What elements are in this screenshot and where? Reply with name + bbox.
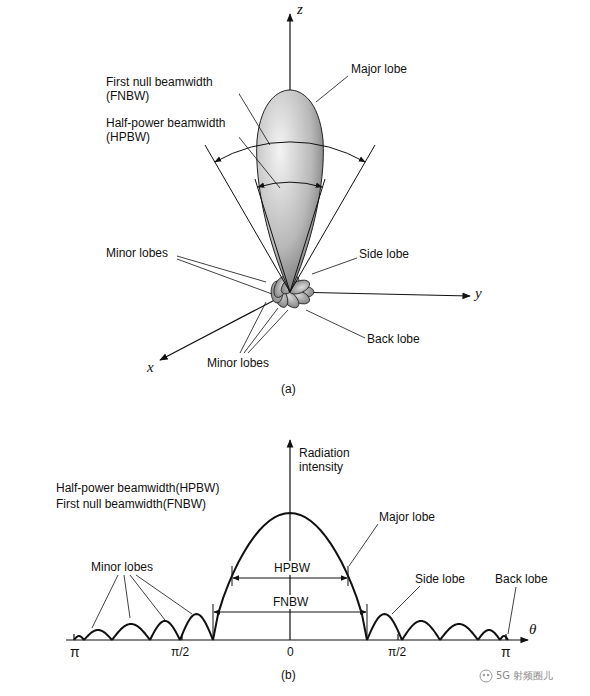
beamwidth-arcs xyxy=(205,142,375,292)
axis-label: x xyxy=(146,360,155,374)
callout-label: Minor lobes xyxy=(105,246,169,260)
tick-label: π/2 xyxy=(387,645,407,659)
watermark-icon xyxy=(480,670,492,682)
callout-label: Minor lobes xyxy=(206,356,270,370)
axes-3d xyxy=(160,14,470,360)
callout-label: Side lobe xyxy=(358,247,410,261)
callout-label: Major lobe xyxy=(378,510,436,524)
axis-label: z xyxy=(296,2,304,16)
callout-label: Major lobe xyxy=(350,62,408,76)
beamwidth-dimensions xyxy=(213,566,367,640)
legend-note: First null beamwidth(FNBW) xyxy=(55,497,207,511)
dimension-label: HPBW xyxy=(273,561,311,575)
tick-label: π xyxy=(69,645,81,659)
callout-label: Minor lobes xyxy=(90,560,154,574)
callout-label: Back lobe xyxy=(494,572,549,586)
axis-label: y xyxy=(474,286,483,300)
axes-2d xyxy=(66,440,528,640)
major-lobe-3d xyxy=(257,90,324,292)
callout-label: Back lobe xyxy=(366,332,421,346)
callout-label: Side lobe xyxy=(414,572,466,586)
axis-label: θ xyxy=(528,622,537,636)
tick-label: 0 xyxy=(286,645,295,659)
tick-label: π xyxy=(500,645,512,659)
callout-label: Half-power beamwidth (HPBW) xyxy=(105,116,239,144)
axis-title: Radiation intensity xyxy=(298,446,380,474)
leader-lines-b xyxy=(92,524,516,634)
dimension-label: FNBW xyxy=(272,595,309,609)
legend-note: Half-power beamwidth(HPBW) xyxy=(55,481,220,495)
tick-label: π/2 xyxy=(170,645,190,659)
figure-label: (a) xyxy=(280,382,297,396)
callout-label: First null beamwidth (FNBW) xyxy=(105,75,239,103)
watermark: 5G 射频圈儿 xyxy=(495,669,554,683)
figure-label: (b) xyxy=(280,668,297,682)
pattern-curve xyxy=(74,513,508,640)
